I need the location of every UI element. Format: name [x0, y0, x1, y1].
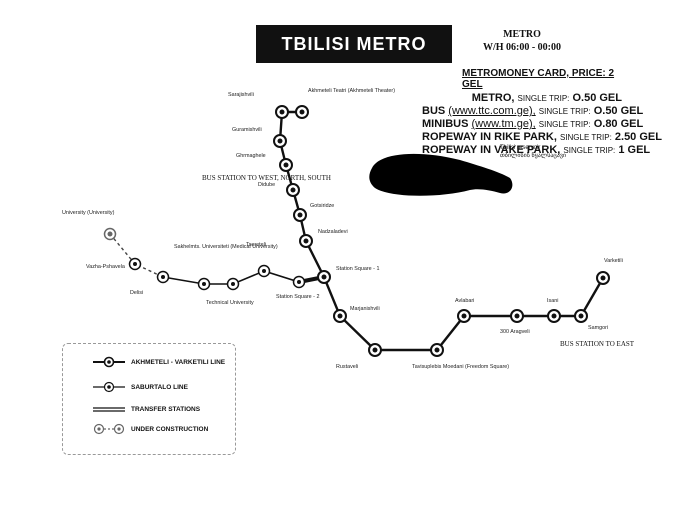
station-avlabari[interactable]: [457, 309, 471, 323]
label-marjanishvili: Marjanishvili: [350, 306, 380, 312]
label-tsereteli: Tsereteli: [246, 242, 266, 248]
label-square-2: Station Square - 2: [276, 294, 319, 300]
fare-price: O.50 GEL: [593, 105, 644, 117]
station-square-2[interactable]: [292, 275, 306, 289]
label-bus-east: BUS STATION TO EAST: [560, 340, 635, 348]
station-akhmeteli[interactable]: [295, 105, 309, 119]
hours-value: W/H 06:00 - 00:00: [482, 42, 562, 53]
main-line-stations: [273, 105, 610, 357]
reservoir-shape: [369, 153, 513, 196]
station-grmagele[interactable]: [279, 158, 293, 172]
legend-icon-saburtalo: [93, 381, 125, 393]
reservoir-label-ka: თბილისის წყალსაცავი: [500, 153, 567, 159]
station-university[interactable]: [103, 227, 117, 241]
fare-price: O.50 GEL: [572, 92, 622, 104]
label-tavisuplebis: Tavisuplebis Moedani (Freedom Square): [412, 364, 509, 370]
label-300-aragveli: 300 Aragveli: [500, 329, 530, 335]
label-samgori: Samgori: [588, 325, 608, 331]
fare-name: BUS: [422, 105, 446, 117]
station-tsereteli[interactable]: [257, 264, 271, 278]
label-medical-university: Sakhelmts. Universiteti (Medical Univers…: [174, 244, 278, 250]
station-isani[interactable]: [547, 309, 561, 323]
legend: AKHMETELI - VARKETILI LINE SABURTALO LIN…: [62, 343, 236, 455]
label-akhmeteli: Akhmeteli Teatri (Akhmeteli Theater): [308, 88, 395, 94]
legend-label-transfer: TRANSFER STATIONS: [131, 405, 201, 413]
station-vazha[interactable]: [128, 257, 142, 271]
station-technical-university[interactable]: [226, 277, 240, 291]
fare-name: MINIBUS: [422, 118, 469, 130]
legend-row-construction: UNDER CONSTRUCTION: [91, 423, 208, 435]
fare-row-rike: ROPEWAY IN RIKE PARK, SINGLE TRIP: 2.50 …: [422, 131, 662, 144]
station-varketili[interactable]: [596, 271, 610, 285]
fare-row-metro: METRO, SINGLE TRIP: O.50 GEL: [422, 92, 622, 105]
fare-price: 1 GEL: [618, 144, 651, 156]
label-varketili: Varketili: [604, 258, 623, 264]
station-delisi[interactable]: [156, 270, 170, 284]
fare-small: SINGLE TRIP:: [559, 133, 612, 142]
hours-label: METRO: [503, 29, 541, 40]
legend-label-akhmeteli: AKHMETELI - VARKETILI LINE: [131, 358, 226, 366]
station-nadzaladevi[interactable]: [299, 234, 313, 248]
legend-row-saburtalo: SABURTALO LINE: [91, 381, 188, 393]
metro-hours: METRO W/H 06:00 - 00:00: [462, 28, 582, 54]
fare-small: SINGLE TRIP:: [538, 120, 591, 129]
fare-name: ROPEWAY IN VAKE PARK,: [422, 144, 561, 156]
station-gotsiridze[interactable]: [293, 208, 307, 222]
label-avlabari: Avlabari: [455, 298, 474, 304]
fares-heading: METROMONEY CARD, PRICE: 2 GEL: [462, 68, 615, 90]
fare-link[interactable]: (www.ttc.com.ge),: [448, 105, 536, 117]
label-vazha: Vazha-Pshavela: [86, 264, 125, 270]
fare-price: 2.50 GEL: [614, 131, 662, 143]
station-sarajishvili[interactable]: [275, 105, 289, 119]
legend-icon-construction: [93, 423, 125, 435]
fare-row-minibus: MINIBUS (www.tm.ge), SINGLE TRIP: O.80 G…: [422, 118, 643, 131]
legend-row-akhmeteli: AKHMETELI - VARKETILI LINE: [91, 356, 225, 368]
label-grmagele: Ghrmaghele: [236, 153, 266, 159]
saburtalo-stations: [103, 227, 306, 291]
fare-row-vake: ROPEWAY IN VAKE PARK, SINGLE TRIP: 1 GEL: [422, 144, 650, 157]
label-university: University (University): [62, 210, 115, 216]
label-bus-west: BUS STATION TO WEST, NORTH, SOUTH: [202, 174, 331, 182]
label-isani: Isani: [547, 298, 558, 304]
label-technical-university: Technical University: [206, 300, 254, 306]
station-samgori[interactable]: [574, 309, 588, 323]
under-construction-line: [109, 233, 164, 278]
station-guramishvili[interactable]: [273, 134, 287, 148]
station-300-aragveli[interactable]: [510, 309, 524, 323]
reservoir-label-en: Tbilisi reservoir: [500, 145, 541, 151]
label-didube: Didube: [258, 182, 275, 188]
map-title: TBILISI METRO: [256, 25, 452, 63]
label-rustaveli: Rustaveli: [336, 364, 358, 370]
label-square-1: Station Square - 1: [336, 266, 379, 272]
station-didube[interactable]: [286, 183, 300, 197]
fare-price: O.80 GEL: [593, 118, 644, 130]
akhmeteli-varketili-line: [278, 110, 605, 352]
legend-label-saburtalo: SABURTALO LINE: [131, 383, 188, 391]
station-rustaveli[interactable]: [368, 343, 382, 357]
label-gotsiridze: Gotsiridze: [310, 203, 334, 209]
fare-row-bus: BUS (www.ttc.com.ge), SINGLE TRIP: O.50 …: [422, 105, 643, 118]
label-nadzaladevi: Nadzaladevi: [318, 229, 348, 235]
label-guramishvili: Guramishvili: [232, 127, 262, 133]
station-medical-university[interactable]: [197, 277, 211, 291]
legend-icon-transfer: [93, 407, 125, 412]
fare-name: METRO,: [471, 92, 515, 104]
fare-link[interactable]: (www.tm.ge),: [471, 118, 536, 130]
station-square-1[interactable]: [317, 270, 331, 284]
station-marjanishvili[interactable]: [333, 309, 347, 323]
station-tavisuplebis[interactable]: [430, 343, 444, 357]
legend-label-construction: UNDER CONSTRUCTION: [131, 425, 209, 433]
label-sarajishvili: Sarajishvili: [228, 92, 254, 98]
label-delisi: Delisi: [130, 290, 143, 296]
fare-small: SINGLE TRIP:: [517, 94, 570, 103]
legend-icon-akhmeteli: [93, 356, 125, 368]
fare-name: ROPEWAY IN RIKE PARK,: [422, 131, 557, 143]
reservoir-label: Tbilisi reservoir თბილისის წყალსაცავი: [500, 144, 566, 160]
fare-small: SINGLE TRIP:: [538, 107, 591, 116]
legend-row-transfer: TRANSFER STATIONS: [91, 403, 200, 415]
fare-small: SINGLE TRIP:: [563, 146, 616, 155]
fares-panel: METROMONEY CARD, PRICE: 2 GEL METRO, SIN…: [422, 68, 662, 157]
